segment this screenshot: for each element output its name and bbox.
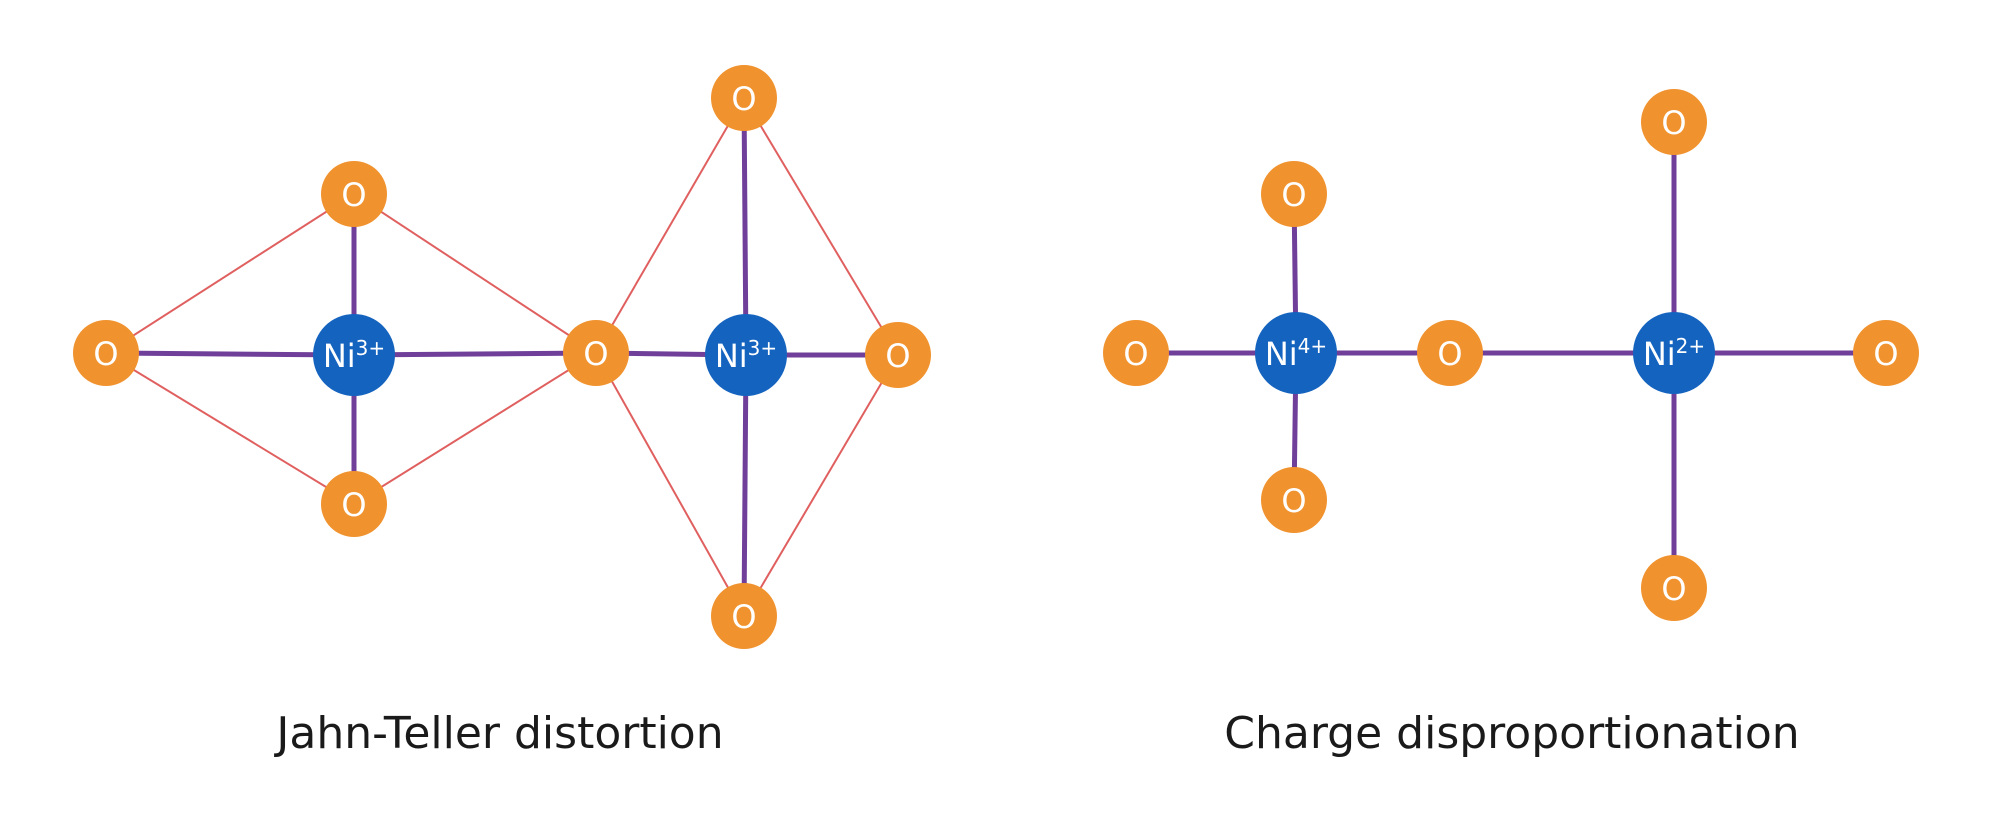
nickel-atom-jt-left: Ni3+ bbox=[313, 314, 395, 396]
oxygen-label: O bbox=[583, 335, 608, 373]
oxygen-label: O bbox=[731, 598, 756, 636]
ni-o-bond bbox=[741, 352, 749, 619]
nickel-label: Ni3+ bbox=[715, 336, 777, 375]
octahedron-edges bbox=[105, 97, 899, 617]
nickel-symbol: Ni bbox=[1265, 335, 1298, 373]
nickel-label: Ni3+ bbox=[323, 336, 385, 375]
oxygen-label: O bbox=[1661, 104, 1686, 142]
octahedron-edge bbox=[105, 352, 355, 505]
oxygen-circle bbox=[1641, 89, 1707, 155]
oxygen-circle bbox=[321, 161, 387, 227]
oxygen-atom: O bbox=[711, 583, 777, 649]
nickel-circle bbox=[1633, 312, 1715, 394]
oxygen-label: O bbox=[93, 335, 118, 373]
nickel-atom-cd-left: Ni4+ bbox=[1255, 312, 1337, 394]
oxygen-label: O bbox=[1281, 482, 1306, 520]
nickel-atom-jt-right: Ni3+ bbox=[705, 314, 787, 396]
oxygen-circle bbox=[1853, 320, 1919, 386]
oxygen-label: O bbox=[731, 80, 756, 118]
oxygen-atom: O bbox=[321, 161, 387, 227]
nickel-atom-cd-right: Ni2+ bbox=[1633, 312, 1715, 394]
oxygen-label: O bbox=[341, 176, 366, 214]
octahedron-edge bbox=[353, 193, 597, 354]
oxygen-circle bbox=[321, 471, 387, 537]
octahedron-edge bbox=[743, 354, 899, 617]
nickel-symbol: Ni bbox=[323, 337, 356, 375]
oxygen-circle bbox=[1261, 467, 1327, 533]
octahedron-edge bbox=[353, 352, 597, 505]
oxygen-atom: O bbox=[865, 322, 931, 388]
octahedron-edge bbox=[105, 193, 355, 354]
oxygen-atom: O bbox=[1103, 320, 1169, 386]
oxygen-circle bbox=[1417, 320, 1483, 386]
oxygen-label: O bbox=[1437, 335, 1462, 373]
oxygen-label: O bbox=[341, 486, 366, 524]
octahedron-edge bbox=[595, 97, 745, 354]
oxygen-label: O bbox=[1123, 335, 1148, 373]
caption-jahn-teller: Jahn-Teller distortion bbox=[273, 708, 723, 759]
oxygen-atom: O bbox=[321, 471, 387, 537]
oxygen-atom: O bbox=[563, 320, 629, 386]
oxygen-label: O bbox=[1281, 176, 1306, 214]
oxygen-label: O bbox=[1661, 570, 1686, 608]
nickel-symbol: Ni bbox=[715, 337, 748, 375]
nickel-circle bbox=[1255, 312, 1337, 394]
oxygen-label: O bbox=[1873, 335, 1898, 373]
nickel-charge: 2+ bbox=[1676, 334, 1705, 358]
nickel-symbol: Ni bbox=[1643, 335, 1676, 373]
oxygen-circle bbox=[1103, 320, 1169, 386]
oxygen-atom: O bbox=[1641, 89, 1707, 155]
oxygen-circle bbox=[563, 320, 629, 386]
octahedron-edge bbox=[743, 97, 899, 356]
oxygen-circle bbox=[711, 583, 777, 649]
ni-o-bond bbox=[741, 95, 749, 358]
oxygen-circle bbox=[1641, 555, 1707, 621]
oxygen-circle bbox=[73, 320, 139, 386]
oxygen-atom: O bbox=[711, 65, 777, 131]
oxygen-circle bbox=[1261, 161, 1327, 227]
oxygen-atom: O bbox=[1261, 161, 1327, 227]
nickel-charge: 3+ bbox=[356, 336, 385, 360]
oxygen-atom: O bbox=[1417, 320, 1483, 386]
caption-charge-disproportionation: Charge disproportionation bbox=[1224, 708, 1799, 759]
octahedron-edge bbox=[595, 352, 745, 617]
oxygen-atom: O bbox=[73, 320, 139, 386]
nickel-label: Ni2+ bbox=[1643, 334, 1705, 373]
nickel-charge: 3+ bbox=[748, 336, 777, 360]
oxygen-atom: O bbox=[1853, 320, 1919, 386]
nickel-circle bbox=[313, 314, 395, 396]
oxygen-atom: O bbox=[1261, 467, 1327, 533]
nickel-circle bbox=[705, 314, 787, 396]
oxygen-circle bbox=[865, 322, 931, 388]
nickel-charge: 4+ bbox=[1298, 334, 1327, 358]
nickel-label: Ni4+ bbox=[1265, 334, 1327, 373]
ni-o-bond bbox=[103, 350, 357, 358]
oxygen-circle bbox=[711, 65, 777, 131]
oxygen-label: O bbox=[885, 337, 910, 375]
oxygen-atom: O bbox=[1641, 555, 1707, 621]
